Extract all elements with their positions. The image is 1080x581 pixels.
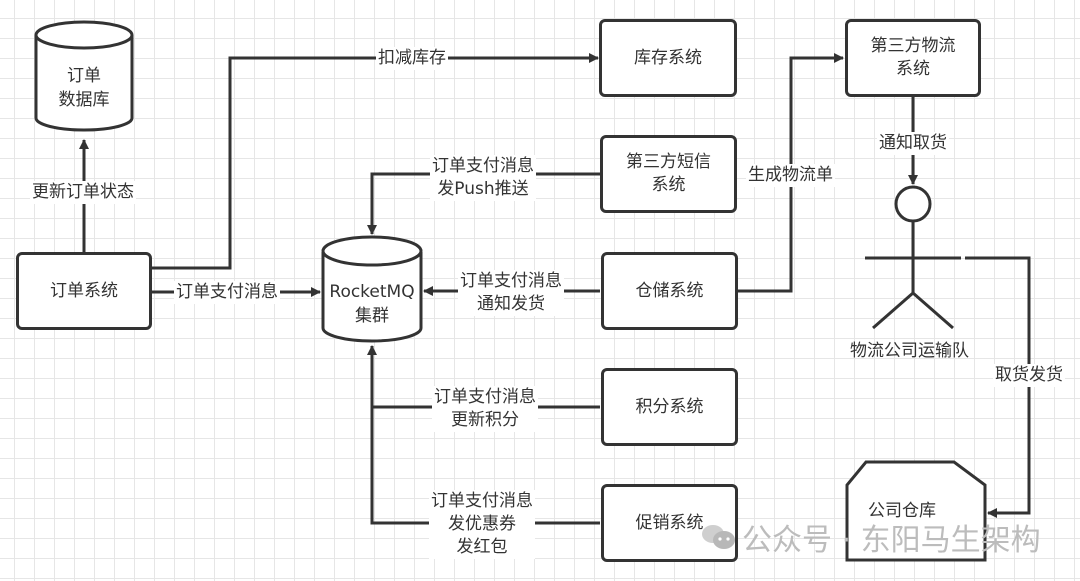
rocketmq-label-1: RocketMQ [329, 282, 415, 302]
wechat-icon [700, 522, 736, 552]
rocketmq-label-2: 集群 [355, 306, 389, 326]
transport-team-label: 物流公司运输队 [850, 341, 969, 361]
label-points-line-2: 更新积分 [451, 410, 519, 430]
label-warehouse-edge: 订单支付消息 通知发货 [458, 270, 564, 316]
logistics-system-label-2: 系统 [896, 59, 930, 79]
inventory-system-label: 库存系统 [634, 47, 702, 68]
points-system-label: 积分系统 [635, 396, 704, 417]
points-system-node[interactable]: 积分系统 [601, 368, 738, 446]
label-promo-edge: 订单支付消息 发优惠券 发红包 [429, 490, 535, 559]
label-order-pay-msg: 订单支付消息 [174, 281, 280, 304]
logistics-system-node[interactable]: 第三方物流 系统 [845, 19, 981, 97]
label-deduct-inventory: 扣减库存 [376, 47, 448, 70]
rocketmq-cylinder [321, 235, 423, 343]
label-warehouse-line-2: 通知发货 [477, 294, 545, 314]
order-db[interactable]: 订单 数据库 [36, 64, 132, 112]
label-update-order-status: 更新订单状态 [30, 181, 136, 204]
promo-system-label: 促销系统 [635, 512, 704, 533]
watermark: 公众号 · 东阳马生架构 [700, 515, 1041, 559]
company-warehouse-shape [845, 460, 987, 562]
order-db-label-1: 订单 [67, 66, 101, 86]
promo-system-node[interactable]: 促销系统 [601, 484, 738, 562]
sms-system-label-2: 系统 [651, 175, 686, 195]
order-db-label-2: 数据库 [58, 90, 110, 110]
label-notify-pickup: 通知取货 [877, 132, 949, 155]
warehouse-system-label: 仓储系统 [635, 280, 704, 301]
order-system-label: 订单系统 [50, 280, 118, 301]
label-create-waybill: 生成物流单 [746, 164, 835, 187]
label-points-line-1: 订单支付消息 [434, 387, 536, 407]
sms-system-label-1: 第三方短信 [626, 152, 711, 172]
label-pickup-ship: 取货发货 [993, 364, 1065, 387]
label-promo-line-3: 发红包 [456, 537, 508, 557]
label-promo-line-1: 订单支付消息 [431, 491, 533, 511]
logistics-system-label-1: 第三方物流 [870, 36, 956, 56]
label-warehouse-line-1: 订单支付消息 [460, 271, 562, 291]
inventory-system-node[interactable]: 库存系统 [599, 19, 737, 97]
label-sms-line-1: 订单支付消息 [432, 156, 534, 176]
company-warehouse-label: 公司仓库 [868, 501, 936, 521]
order-system-node[interactable]: 订单系统 [16, 252, 152, 330]
warehouse-system-node[interactable]: 仓储系统 [601, 252, 738, 330]
label-points-edge: 订单支付消息 更新积分 [432, 386, 538, 432]
transport-team-actor-icon [865, 185, 961, 330]
label-sms-line-2: 发Push推送 [437, 179, 529, 199]
order-db-cylinder [34, 20, 134, 132]
label-sms-edge: 订单支付消息 发Push推送 [430, 155, 536, 201]
label-promo-line-2: 发优惠券 [448, 514, 516, 534]
sms-system-node[interactable]: 第三方短信 系统 [600, 135, 737, 213]
watermark-text: 公众号 · 东阳马生架构 [742, 523, 1041, 558]
rocketmq-cluster[interactable]: RocketMQ 集群 [323, 280, 421, 328]
